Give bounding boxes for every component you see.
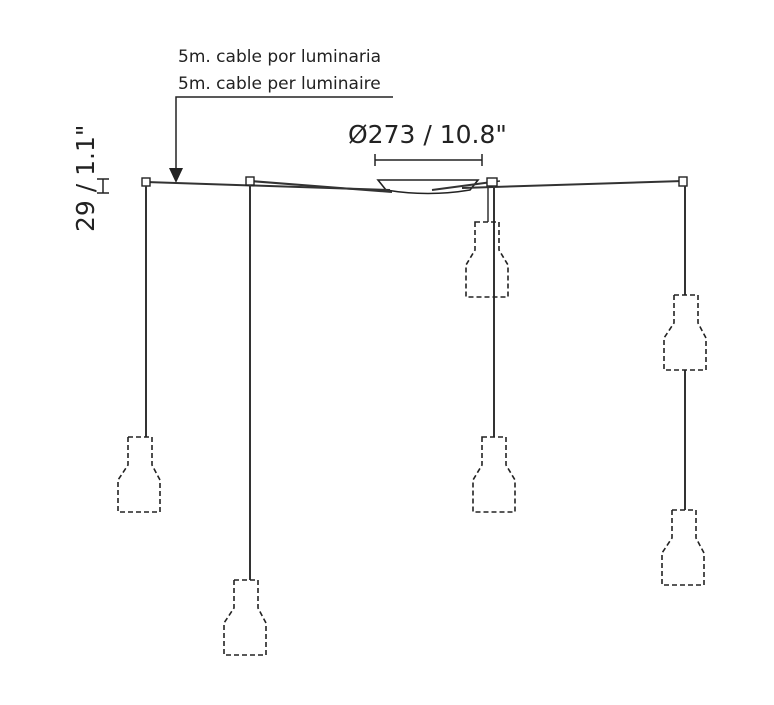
joint-cap-3 <box>486 177 498 187</box>
arm-left-inner <box>249 180 393 193</box>
luminaire-shades <box>117 221 707 656</box>
joint-cap-1 <box>141 177 151 187</box>
luminaire-shade-6 <box>661 509 705 586</box>
arm-right-inner <box>431 181 493 191</box>
joint-cap-4 <box>678 176 688 187</box>
luminaire-shade-1 <box>117 436 161 513</box>
luminaire-shade-4 <box>472 436 516 513</box>
canopy-body <box>376 179 480 195</box>
drop-cables <box>145 185 686 580</box>
luminaire-shade-3 <box>465 221 509 298</box>
canopy-height-dimension: 29 / 1.1" <box>71 125 109 232</box>
luminaire-shade-2 <box>223 579 267 656</box>
ceiling-canopy <box>376 179 480 195</box>
canopy-height-label: 29 / 1.1" <box>71 125 100 232</box>
cable-length-callout: 5m. cable por luminaria 5m. cable per lu… <box>169 47 393 183</box>
luminaire-shade-5 <box>663 294 707 371</box>
arm-right-outer <box>461 180 684 189</box>
callout-arrowhead <box>169 168 183 183</box>
cable-length-label-es: 5m. cable por luminaria <box>178 47 381 67</box>
cable-length-label-en: 5m. cable per luminaire <box>178 74 381 94</box>
canopy-diameter-label: Ø273 / 10.8" <box>348 120 507 149</box>
callout-leader-line <box>175 96 393 170</box>
joint-cap-2 <box>245 176 255 186</box>
suspension-arms <box>141 176 688 193</box>
canopy-diameter-dimension: Ø273 / 10.8" <box>348 120 507 166</box>
